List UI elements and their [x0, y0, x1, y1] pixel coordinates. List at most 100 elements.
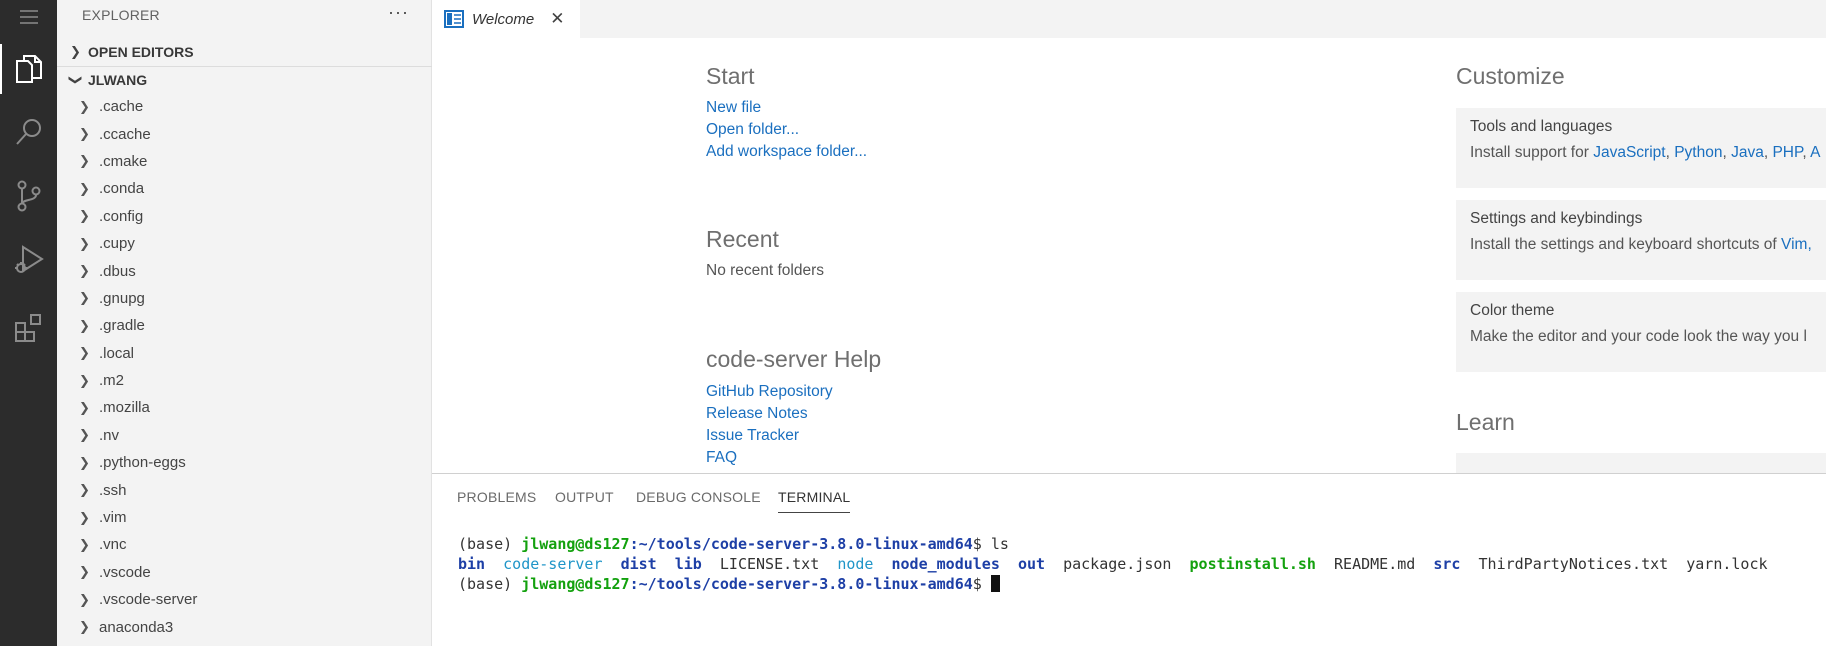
java-link[interactable]: Java [1731, 144, 1764, 161]
tree-item[interactable]: ❯.mozilla [57, 394, 432, 421]
tree-item[interactable]: ❯.vnc [57, 531, 432, 558]
bottom-panel: PROBLEMS OUTPUT DEBUG CONSOLE TERMINAL (… [432, 473, 1826, 646]
python-link[interactable]: Python [1674, 144, 1723, 161]
tree-item-label: .vscode-server [99, 591, 198, 609]
settings-keybindings-card[interactable]: Settings and keybindings Install the set… [1456, 200, 1826, 280]
tab-label: Welcome [472, 10, 535, 28]
chevron-right-icon: ❯ [79, 454, 90, 470]
ls-entry: node_modules [891, 555, 1000, 573]
close-icon[interactable]: ✕ [550, 9, 565, 28]
tools-languages-card[interactable]: Tools and languages Install support for … [1456, 108, 1826, 188]
tree-item[interactable]: ❯ .conda [57, 175, 432, 202]
tab-output[interactable]: OUTPUT [555, 489, 614, 505]
no-recent-folders-text: No recent folders [706, 262, 825, 279]
faq-link[interactable]: FAQ [706, 449, 738, 466]
tree-item-label: .nv [99, 426, 120, 444]
chevron-right-icon: ❯ [79, 180, 90, 196]
learn-heading: Learn [1456, 409, 1515, 435]
ls-entry: LICENSE.txt [719, 555, 820, 573]
search-icon[interactable] [0, 103, 57, 161]
new-file-link[interactable]: New file [706, 99, 762, 116]
ls-entry: README.md [1334, 555, 1416, 573]
ls-entry: bin [458, 555, 486, 573]
javascript-link[interactable]: JavaScript [1593, 144, 1666, 161]
php-link[interactable]: PHP [1772, 144, 1803, 161]
tab-problems[interactable]: PROBLEMS [457, 489, 537, 505]
tree-item[interactable]: ❯.vim [57, 504, 432, 531]
vim-link[interactable]: Vim, [1781, 236, 1812, 253]
extensions-icon[interactable] [0, 299, 57, 357]
tree-item[interactable]: ❯ .python-eggs [57, 449, 432, 476]
tree-item[interactable]: ❯.cache [57, 93, 432, 120]
chevron-right-icon: ❯ [79, 208, 90, 224]
tab-welcome[interactable]: Welcome ✕ [432, 0, 580, 38]
tree-item[interactable]: ❯ .gradle [57, 312, 432, 339]
tree-item[interactable]: ❯.nv [57, 422, 432, 449]
folder-section[interactable]: ❯ JLWANG [57, 66, 432, 93]
tree-item-label: .config [99, 207, 144, 225]
tree-item-label: .cupy [99, 235, 135, 253]
terminal-output[interactable]: (base) jlwang@ds127:~/tools/code-server-… [458, 534, 1768, 594]
github-repository-link[interactable]: GitHub Repository [706, 383, 833, 400]
issue-tracker-link[interactable]: Issue Tracker [706, 427, 800, 444]
chevron-right-icon: ❯ [79, 263, 90, 279]
chevron-right-icon: ❯ [79, 591, 90, 607]
tab-terminal[interactable]: TERMINAL [778, 489, 851, 513]
more-languages-link[interactable]: A [1810, 144, 1821, 161]
files-icon[interactable] [0, 40, 57, 98]
learn-card[interactable] [1456, 453, 1826, 473]
tree-item[interactable]: ❯.vscode [57, 559, 432, 586]
tree-item[interactable]: ❯.dbus [57, 257, 432, 284]
tree-item[interactable]: ❯.ssh [57, 476, 432, 503]
open-editors-section[interactable]: ❯ OPEN EDITORS [57, 38, 432, 65]
ls-entry: ThirdPartyNotices.txt [1478, 555, 1669, 573]
tree-item[interactable]: ❯.cmake [57, 148, 432, 175]
chevron-right-icon: ❯ [79, 619, 90, 635]
terminal-prefix: (base) [458, 535, 522, 553]
tree-item[interactable]: ❯.gnupg [57, 285, 432, 312]
tree-item[interactable]: ❯.cupy [57, 230, 432, 257]
chevron-right-icon: ❯ [79, 317, 90, 333]
terminal-user-host: jlwang@ds127 [521, 535, 630, 553]
terminal-path: :~/tools/code-server-3.8.0-linux-amd64 [629, 535, 973, 553]
release-notes-link[interactable]: Release Notes [706, 405, 808, 422]
card-description: Install the settings and keyboard shortc… [1470, 236, 1812, 254]
more-actions-icon[interactable]: ··· [388, 2, 409, 22]
menu-icon[interactable] [0, 0, 57, 46]
run-debug-icon[interactable] [0, 231, 57, 289]
tree-item[interactable]: ❯ .vscode-server [57, 586, 432, 613]
ls-entry: yarn.lock [1686, 555, 1768, 573]
add-workspace-folder-link[interactable]: Add workspace folder... [706, 143, 868, 160]
ls-entry: node [837, 555, 874, 573]
tree-item[interactable]: ❯.m2 [57, 367, 432, 394]
editor-tab-bar: Welcome ✕ [432, 0, 1826, 38]
open-folder-link[interactable]: Open folder... [706, 121, 800, 138]
tree-item[interactable]: ❯anaconda3 [57, 613, 432, 640]
card-description-text: Install support for [1470, 144, 1594, 161]
tab-debug-console[interactable]: DEBUG CONSOLE [636, 489, 761, 505]
chevron-right-icon: ❯ [79, 372, 90, 388]
chevron-down-icon: ❯ [68, 74, 84, 86]
sidebar-title: EXPLORER [82, 7, 160, 23]
tree-item-label: .cache [99, 98, 144, 116]
tree-item[interactable]: ❯ .config [57, 203, 432, 230]
terminal-cursor [990, 575, 1000, 592]
tree-item-label: .python-eggs [99, 454, 186, 472]
tree-item-label: .gradle [99, 317, 145, 335]
terminal-command: ls [990, 535, 1009, 553]
card-description: Make the editor and your code look the w… [1470, 328, 1807, 345]
tree-item-label: .conda [99, 180, 145, 198]
tree-item-label: .vnc [99, 536, 127, 554]
color-theme-card[interactable]: Color theme Make the editor and your cod… [1456, 292, 1826, 372]
tree-item[interactable]: ❯.local [57, 340, 432, 367]
ls-output-line: bin code-server dist lib LICENSE.txt nod… [458, 555, 1768, 573]
tree-item[interactable]: ❯.ccache [57, 120, 432, 147]
source-control-icon[interactable] [0, 167, 57, 225]
card-description-text: Install the settings and keyboard shortc… [1470, 236, 1782, 253]
tree-item-label: .ccache [99, 125, 151, 143]
ls-entry: package.json [1063, 555, 1172, 573]
terminal-prompt-end: $ [972, 575, 991, 593]
tree-item-label: .local [99, 344, 135, 362]
ls-entry: postinstall.sh [1189, 555, 1316, 573]
